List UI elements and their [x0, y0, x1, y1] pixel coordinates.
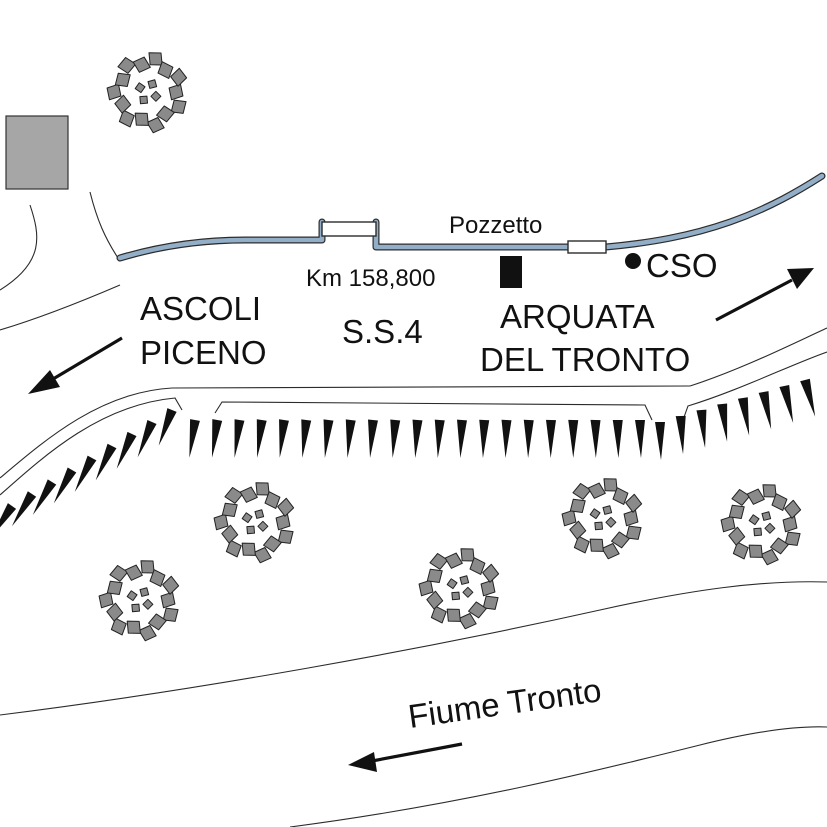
embankment-spike-icon — [635, 420, 645, 458]
tree-icon — [418, 548, 500, 630]
ascoli-label-line2: PICENO — [140, 334, 267, 371]
embankment-spike-icon — [116, 431, 137, 469]
embankment-spike-icon — [368, 419, 378, 458]
road-label: S.S.4 — [342, 313, 423, 350]
embankment-spike-icon — [758, 391, 772, 430]
km-label: Km 158,800 — [306, 265, 435, 292]
direction-arrow-icon — [348, 742, 463, 772]
embankment-spike-icon — [345, 419, 356, 458]
embankment-spike-icon — [457, 419, 467, 458]
arquata-label-line1: ARQUATA — [500, 298, 655, 335]
trees — [98, 52, 802, 642]
side-road-edge-right — [89, 191, 119, 259]
road-south-edge-west — [0, 397, 183, 496]
building-icon — [5, 115, 69, 190]
embankment-spike-icon — [696, 409, 707, 448]
embankment-spike-icon — [32, 479, 57, 515]
ascoli-label-line1: ASCOLI — [140, 290, 261, 327]
embankment-spike-icon — [675, 415, 686, 454]
embankment-spike-icon — [211, 419, 223, 458]
embankment-spike-icon — [256, 419, 267, 458]
tree-icon — [98, 560, 180, 642]
embankment-spike-icon — [412, 419, 423, 458]
river-bank-south — [289, 726, 827, 827]
pozzetto-marker-icon — [500, 256, 522, 288]
embankment-spike-icon — [158, 408, 177, 446]
embankment-spike-icon — [479, 419, 490, 458]
embankment-spike-icon — [779, 384, 794, 423]
embankment-spike-icon — [800, 378, 816, 417]
road-shoulder-east — [682, 351, 827, 421]
embankment-spike-icon — [234, 419, 245, 458]
embankment-spike-icon — [11, 491, 37, 527]
direction-arrow-icon — [28, 336, 123, 394]
embankment-spike-icon — [501, 419, 512, 459]
embankment-spikes — [0, 378, 816, 538]
covered-section-pozzetto — [567, 240, 607, 254]
embankment-spike-icon — [590, 419, 601, 459]
arquata-label-line2: DEL TRONTO — [480, 341, 690, 378]
tree-icon — [561, 478, 643, 560]
embankment-spike-icon — [568, 419, 579, 459]
embankment-spike-icon — [737, 397, 750, 436]
embankment-spike-icon — [523, 419, 534, 459]
embankment-spike-icon — [717, 403, 728, 442]
road-north-edge — [0, 284, 121, 331]
embankment-spike-icon — [0, 503, 17, 538]
embankment-spike-icon — [390, 419, 401, 458]
embankment-spike-icon — [95, 443, 117, 481]
tree-icon — [720, 484, 802, 566]
side-road-edge-left — [0, 204, 38, 291]
embankment-spike-icon — [612, 419, 623, 459]
direction-arrow-icon — [715, 268, 814, 322]
road-south-edge-east — [689, 327, 827, 387]
embankment-spike-icon — [279, 419, 289, 458]
pozzetto-label: Pozzetto — [449, 212, 542, 239]
embankment-spike-icon — [323, 419, 334, 458]
cso-label: CSO — [646, 247, 718, 284]
tree-icon — [106, 52, 188, 134]
tree-icon — [213, 482, 295, 564]
embankment-spike-icon — [434, 419, 445, 458]
river-bank-north — [0, 581, 827, 716]
embankment-spike-icon — [655, 422, 665, 460]
cso-point-icon — [625, 253, 641, 269]
river-label: Fiume Tronto — [406, 671, 604, 735]
embankment-spike-icon — [189, 419, 200, 458]
road-south-edge-middle — [171, 385, 691, 389]
embankment-spike-icon — [74, 455, 97, 492]
road-shoulder-middle — [214, 401, 653, 421]
road-south-edge-west-inner — [0, 387, 173, 479]
covered-section-bridge — [321, 221, 377, 237]
embankment-spike-icon — [546, 419, 556, 459]
embankment-spike-icon — [301, 419, 312, 458]
embankment-spike-icon — [53, 467, 77, 504]
embankment-spike-icon — [137, 419, 157, 458]
